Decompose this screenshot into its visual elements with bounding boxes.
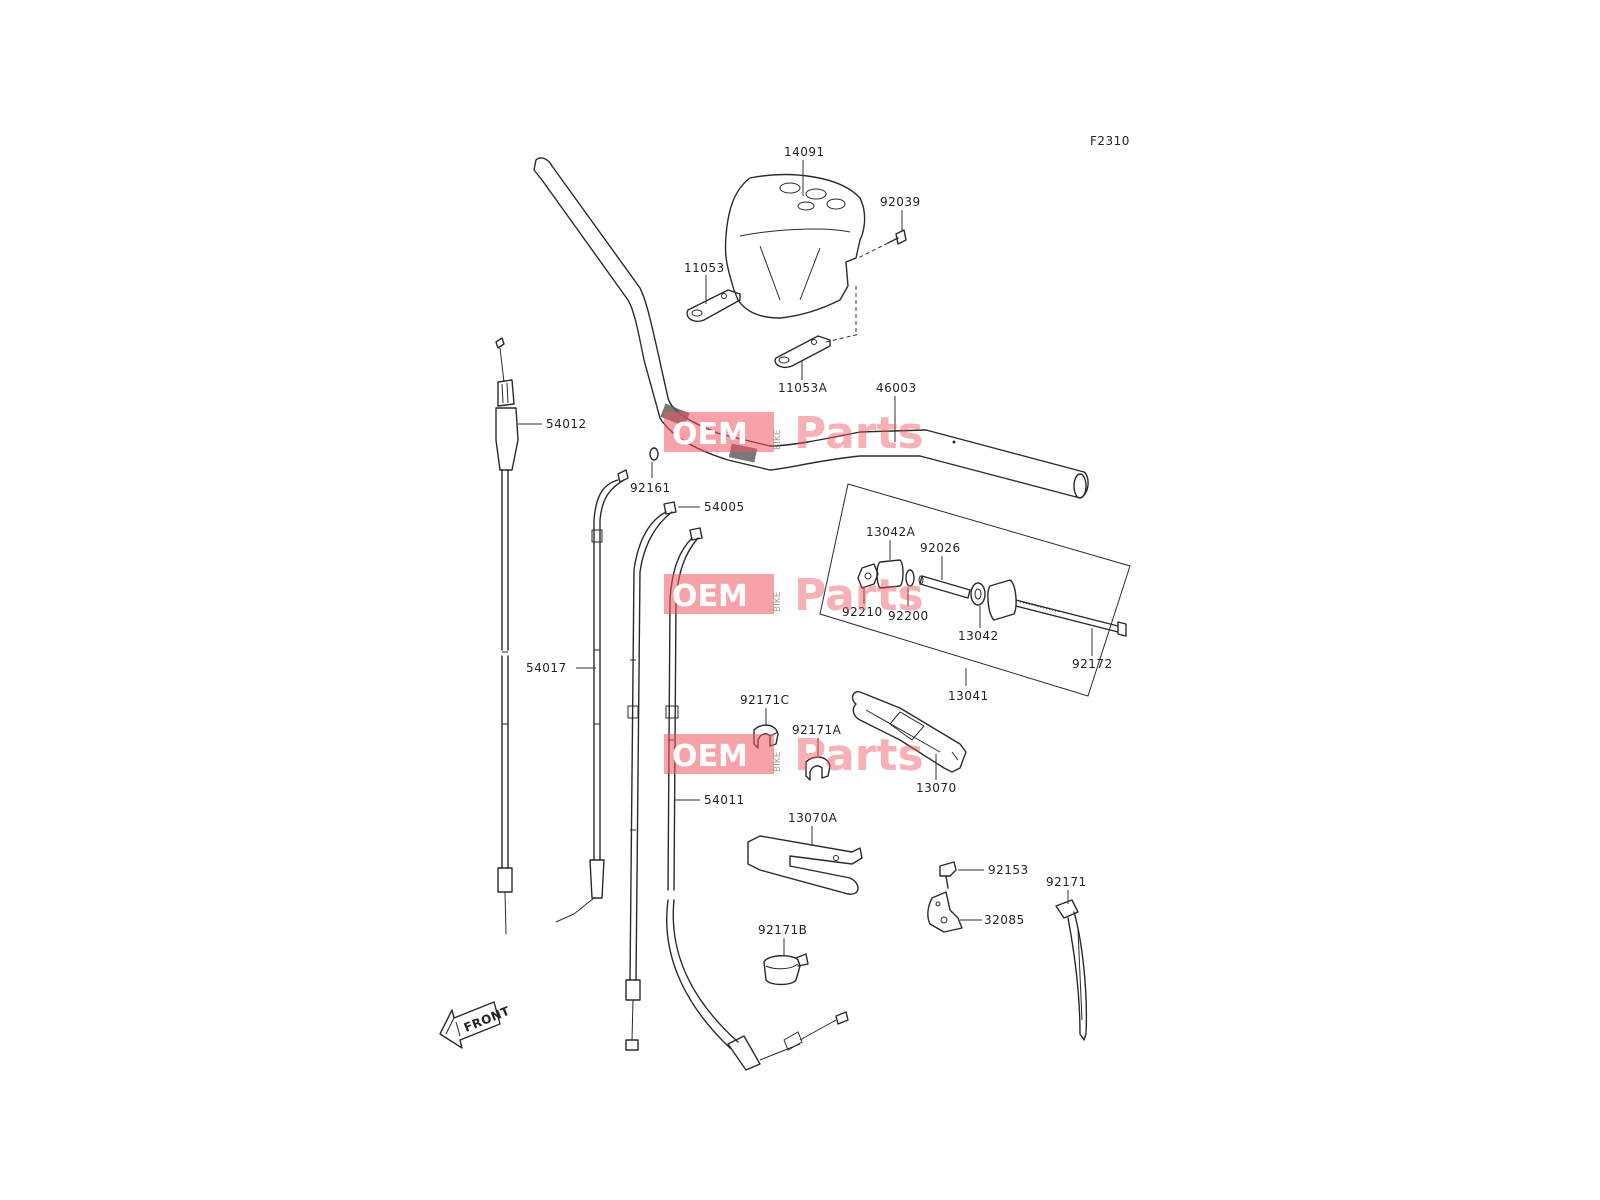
watermark-bike: BIKE [773, 429, 783, 450]
cable-54017 [555, 469, 629, 923]
watermark-box [664, 574, 774, 614]
callout-13070: 13070 [916, 781, 957, 795]
watermark-bike: BIKE [773, 751, 783, 772]
callout-13042A: 13042A [866, 525, 916, 539]
watermark-parts: Parts [794, 570, 924, 621]
dash-11053A-a [825, 333, 861, 343]
cable-tie-92171 [1055, 899, 1088, 1041]
callout-92153: 92153 [988, 863, 1029, 877]
bracket-13070A [747, 835, 863, 895]
callout-54011: 54011 [704, 793, 745, 807]
spacer-92026 [918, 575, 971, 599]
watermark-parts: Parts [794, 730, 924, 781]
watermark-bike: BIKE [773, 591, 783, 612]
callout-92026: 92026 [920, 541, 961, 555]
cable-54011 [665, 527, 849, 1071]
callout-92210: 92210 [842, 605, 883, 619]
watermark-middle: OEM BIKE Parts [664, 570, 924, 621]
bracket-13070 [851, 691, 967, 773]
bracket-11053 [686, 289, 741, 322]
clamp-92171A [805, 756, 831, 781]
handlebar-end [1073, 473, 1087, 499]
watermark-oem: OEM [672, 739, 748, 774]
watermark-top: OEM BIKE Parts [664, 408, 924, 459]
callout-92171A: 92171A [792, 723, 842, 737]
collar-13042A [876, 559, 904, 589]
watermark-oem: OEM [672, 417, 748, 452]
callout-54017: 54017 [526, 661, 567, 675]
callout-13070A: 13070A [788, 811, 838, 825]
callout-92171B: 92171B [758, 923, 807, 937]
front-label: FRONT [462, 1004, 512, 1035]
callout-11053: 11053 [684, 261, 725, 275]
bracket-11053A [774, 335, 831, 368]
handlebar-cover-14091 [724, 173, 866, 319]
bracket-32085 [927, 891, 963, 933]
callout-11053A: 11053A [778, 381, 828, 395]
callout-92161: 92161 [630, 481, 671, 495]
cable-54012 [495, 337, 519, 935]
nut-92161 [649, 447, 659, 461]
screw-92039 [887, 229, 907, 245]
callout-92172: 92172 [1072, 657, 1113, 671]
callout-13042: 13042 [958, 629, 999, 643]
callout-92039: 92039 [880, 195, 921, 209]
callout-92171: 92171 [1046, 875, 1087, 889]
nut-92210 [857, 563, 879, 589]
washer-92200 [905, 569, 915, 587]
assembly-frame-13041 [819, 483, 1131, 697]
watermark-parts: Parts [794, 408, 924, 459]
figure-code: F2310 [1090, 134, 1130, 148]
clamp-92171B [763, 953, 809, 986]
dash-92039 [857, 242, 889, 259]
bolt-92172 [1015, 599, 1127, 637]
front-direction-arrow: FRONT [439, 1001, 512, 1049]
watermark-oem: OEM [672, 579, 748, 614]
bolt-92153 [939, 861, 957, 889]
collar-13042 [970, 582, 986, 606]
bar-end-weight [987, 579, 1017, 621]
callout-13041: 13041 [948, 689, 989, 703]
handlebar-hole [952, 440, 956, 444]
callout-46003: 46003 [876, 381, 917, 395]
watermark-box [664, 412, 774, 452]
callout-54012: 54012 [546, 417, 587, 431]
watermark-box [664, 734, 774, 774]
cable-54005 [625, 501, 677, 1051]
callout-14091: 14091 [784, 145, 825, 159]
callout-32085: 32085 [984, 913, 1025, 927]
callout-92171C: 92171C [740, 693, 790, 707]
callout-54005: 54005 [704, 500, 745, 514]
watermark-bottom: OEM BIKE Parts [664, 730, 924, 781]
callout-92200: 92200 [888, 609, 929, 623]
